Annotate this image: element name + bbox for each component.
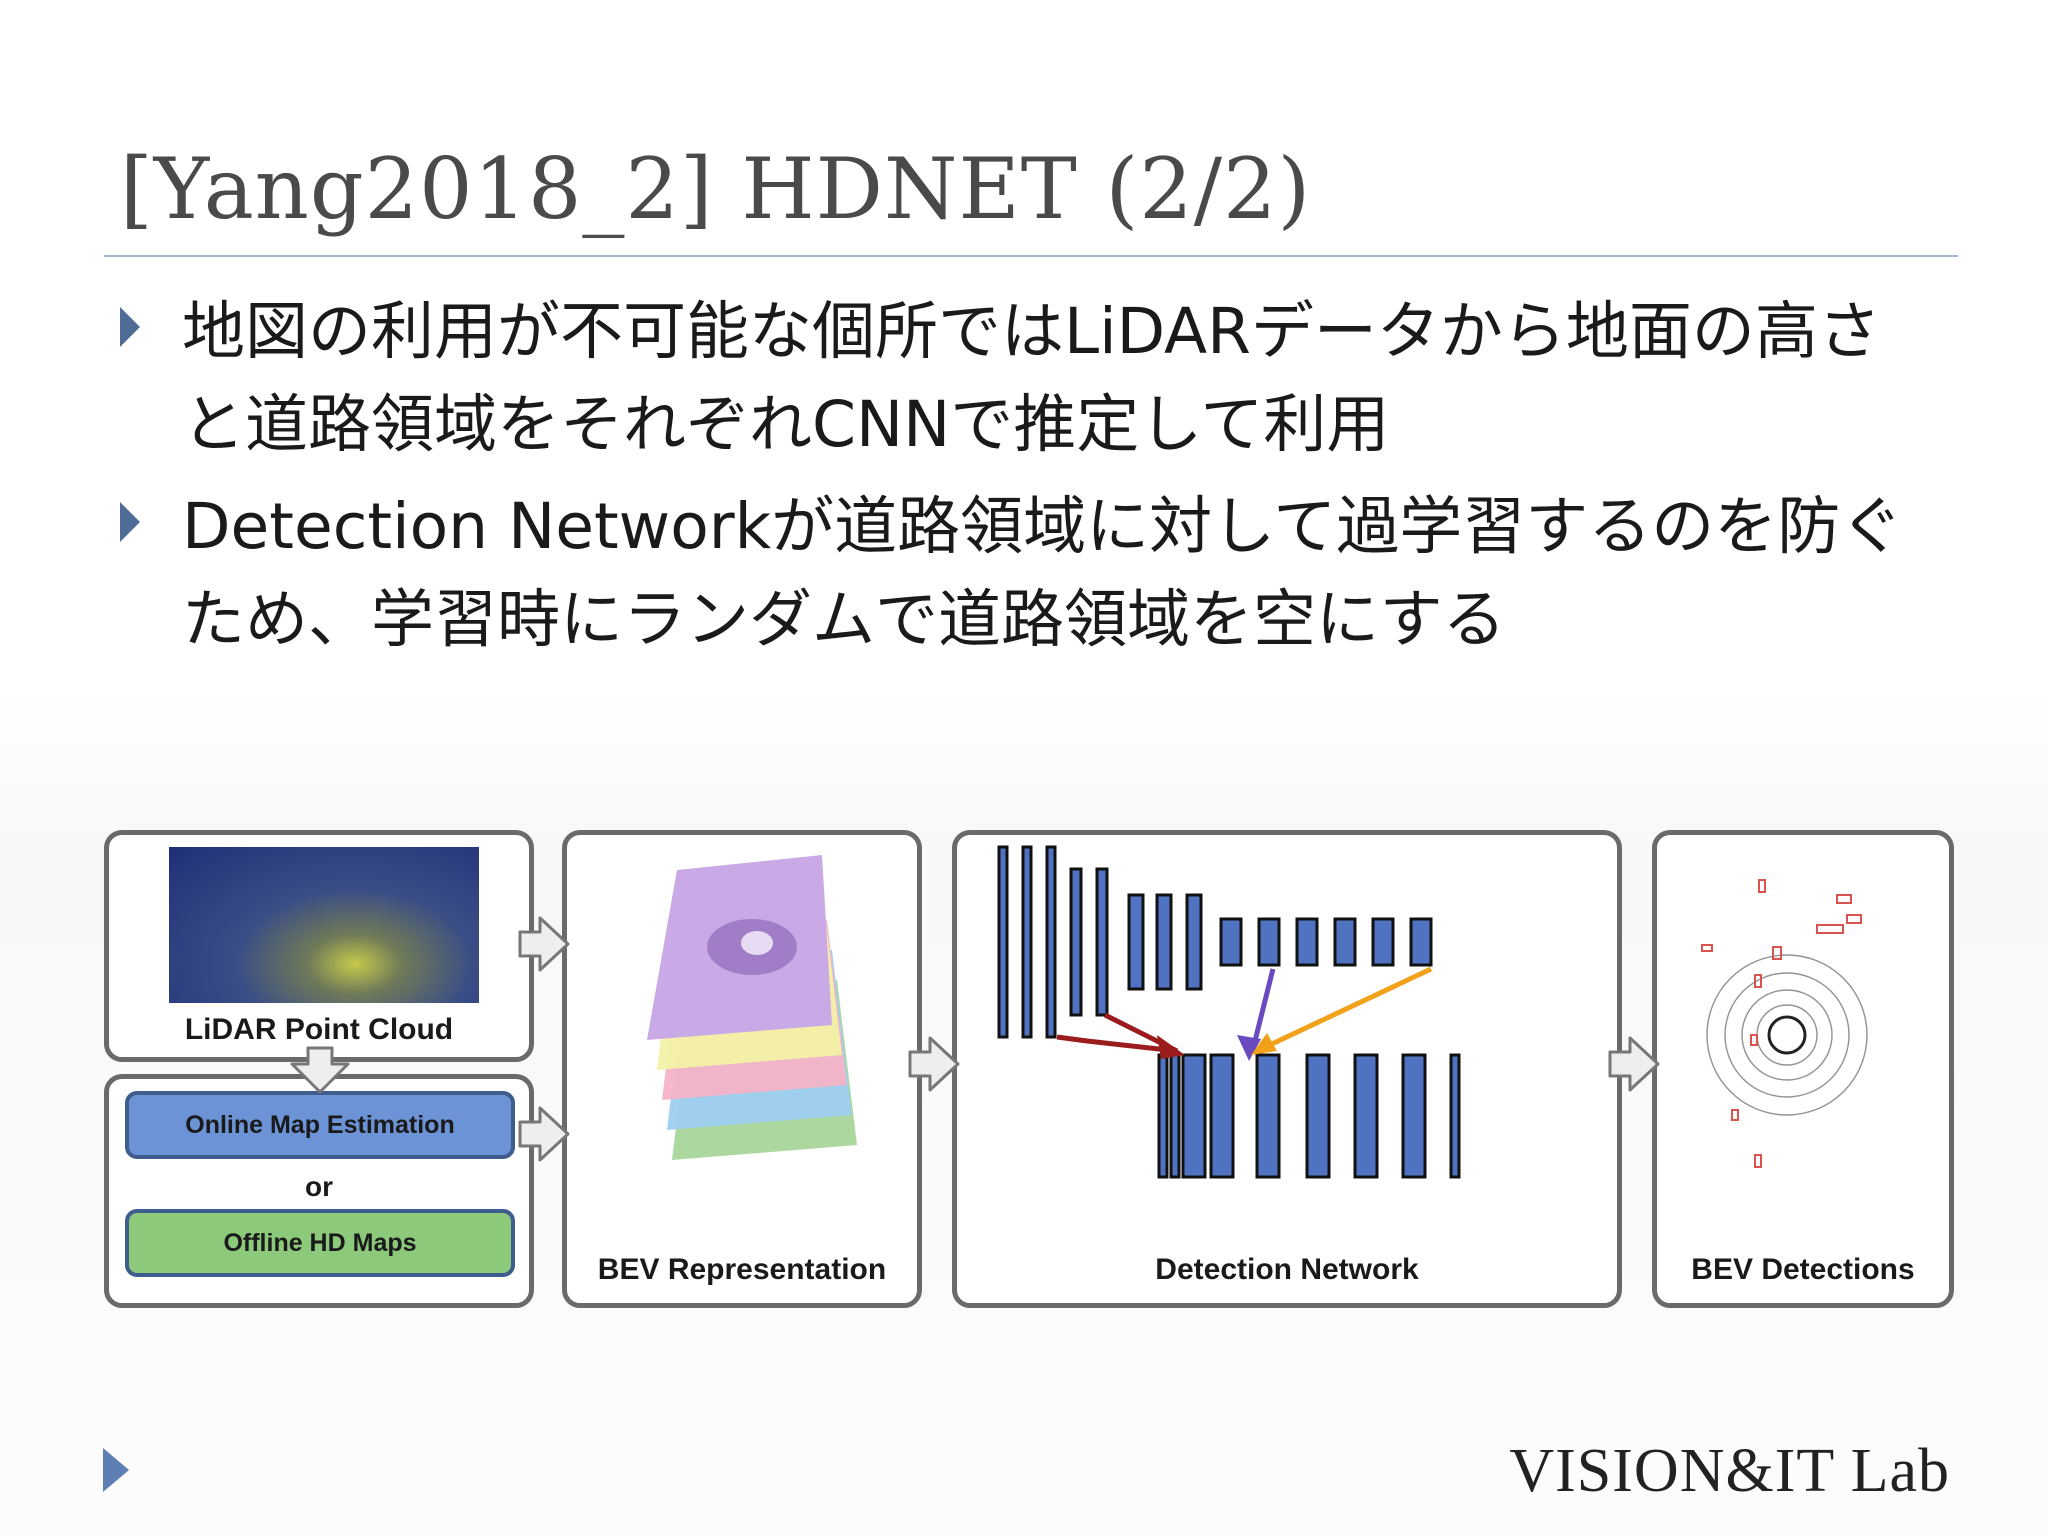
encoder-layer	[1257, 917, 1281, 967]
connector-arrows	[290, 916, 1660, 1162]
footer-play-icon	[103, 1448, 129, 1492]
decoder-layer	[1353, 1053, 1379, 1179]
scan-ring	[1741, 989, 1833, 1081]
skip-connection-orange	[1255, 966, 1433, 1054]
detection-box	[1754, 974, 1762, 988]
bullet-marker-icon	[120, 307, 140, 347]
detection-box	[1816, 924, 1844, 934]
detection-box	[1701, 944, 1713, 952]
arrowhead-orange	[1251, 1033, 1277, 1055]
encoder-layer	[1185, 893, 1203, 991]
detection-box	[1758, 879, 1766, 893]
arrow-down-icon	[290, 1046, 350, 1094]
lidar-point-cloud-image	[169, 847, 479, 1003]
lidar-label: LiDAR Point Cloud	[184, 1013, 454, 1046]
encoder-layer	[1333, 917, 1357, 967]
offline-hd-maps-box: Offline HD Maps	[125, 1209, 515, 1277]
encoder-layer	[1155, 893, 1173, 991]
encoder-layer	[1409, 917, 1433, 967]
encoder-layer	[997, 845, 1009, 1039]
bev-detections-image	[1701, 879, 1868, 1168]
hdnet-pipeline-diagram: LiDAR Point Cloud Online Map Estimation …	[100, 820, 1960, 1320]
scan-ring	[1724, 972, 1850, 1098]
title-underline	[104, 255, 1958, 257]
arrowhead-red	[1157, 1035, 1185, 1059]
scan-ring	[1706, 954, 1868, 1116]
encoder-layer	[1295, 917, 1319, 967]
bev-layer-stack	[647, 855, 857, 1160]
map-source-panel: Online Map Estimation or Offline HD Maps	[104, 1074, 534, 1308]
detection-box	[1772, 946, 1782, 960]
decoder-layer	[1181, 1053, 1207, 1179]
bev-detections-label: BEV Detections	[1691, 1253, 1915, 1286]
or-label: or	[305, 1171, 333, 1202]
detection-box	[1846, 914, 1862, 924]
detection-network-panel: Detection Network	[952, 830, 1622, 1308]
bev-representation-label: BEV Representation	[597, 1253, 887, 1286]
arrow-right-icon	[1608, 1036, 1660, 1092]
lab-logo: VISION&IT Lab	[1509, 1437, 1950, 1505]
arrow-right-icon	[908, 1036, 960, 1092]
ego-vehicle-area	[1767, 1015, 1807, 1055]
arrow-right-icon	[518, 1106, 570, 1162]
online-map-estimation-box: Online Map Estimation	[125, 1091, 515, 1159]
encoder-layer	[1095, 867, 1109, 1017]
bullet-1: 地図の利用が不可能な個所ではLiDARデータから地面の高さと道路領域をそれぞれC…	[120, 285, 1940, 471]
decoder-layer	[1209, 1053, 1235, 1179]
encoder-layer	[1127, 893, 1145, 991]
encoder-layer	[1021, 845, 1033, 1039]
encoder-layer	[1371, 917, 1395, 967]
detection-box	[1750, 1034, 1758, 1046]
bullet-2: Detection Networkが道路領域に対して過学習するのを防ぐため、学習…	[120, 480, 1940, 666]
arrow-right-icon	[518, 916, 570, 972]
decoder-layer	[1449, 1053, 1461, 1179]
decoder-layer	[1305, 1053, 1331, 1179]
detection-network-label: Detection Network	[1155, 1253, 1419, 1286]
slide-title: [Yang2018_2] HDNET (2/2)	[120, 140, 1312, 238]
decoder-layer	[1255, 1053, 1281, 1179]
bullet-2-text: Detection Networkが道路領域に対して過学習するのを防ぐため、学習…	[182, 490, 1904, 656]
network-layers	[997, 845, 1461, 1179]
detection-box	[1754, 1154, 1762, 1168]
encoder-layer	[1045, 845, 1057, 1039]
lidar-panel: LiDAR Point Cloud	[104, 830, 534, 1062]
encoder-layer	[1069, 867, 1083, 1017]
skip-connection-purple	[1250, 968, 1276, 1050]
decoder-layer	[1401, 1053, 1427, 1179]
detection-box	[1731, 1109, 1739, 1121]
bev-center-hole	[741, 931, 773, 955]
skip-connection-red	[1056, 1034, 1178, 1054]
arrowhead-purple	[1237, 1035, 1261, 1061]
bullet-marker-icon	[120, 502, 140, 542]
encoder-layer	[1219, 917, 1243, 967]
bullet-1-text: 地図の利用が不可能な個所ではLiDARデータから地面の高さと道路領域をそれぞれC…	[182, 295, 1881, 461]
detection-box	[1836, 894, 1852, 904]
